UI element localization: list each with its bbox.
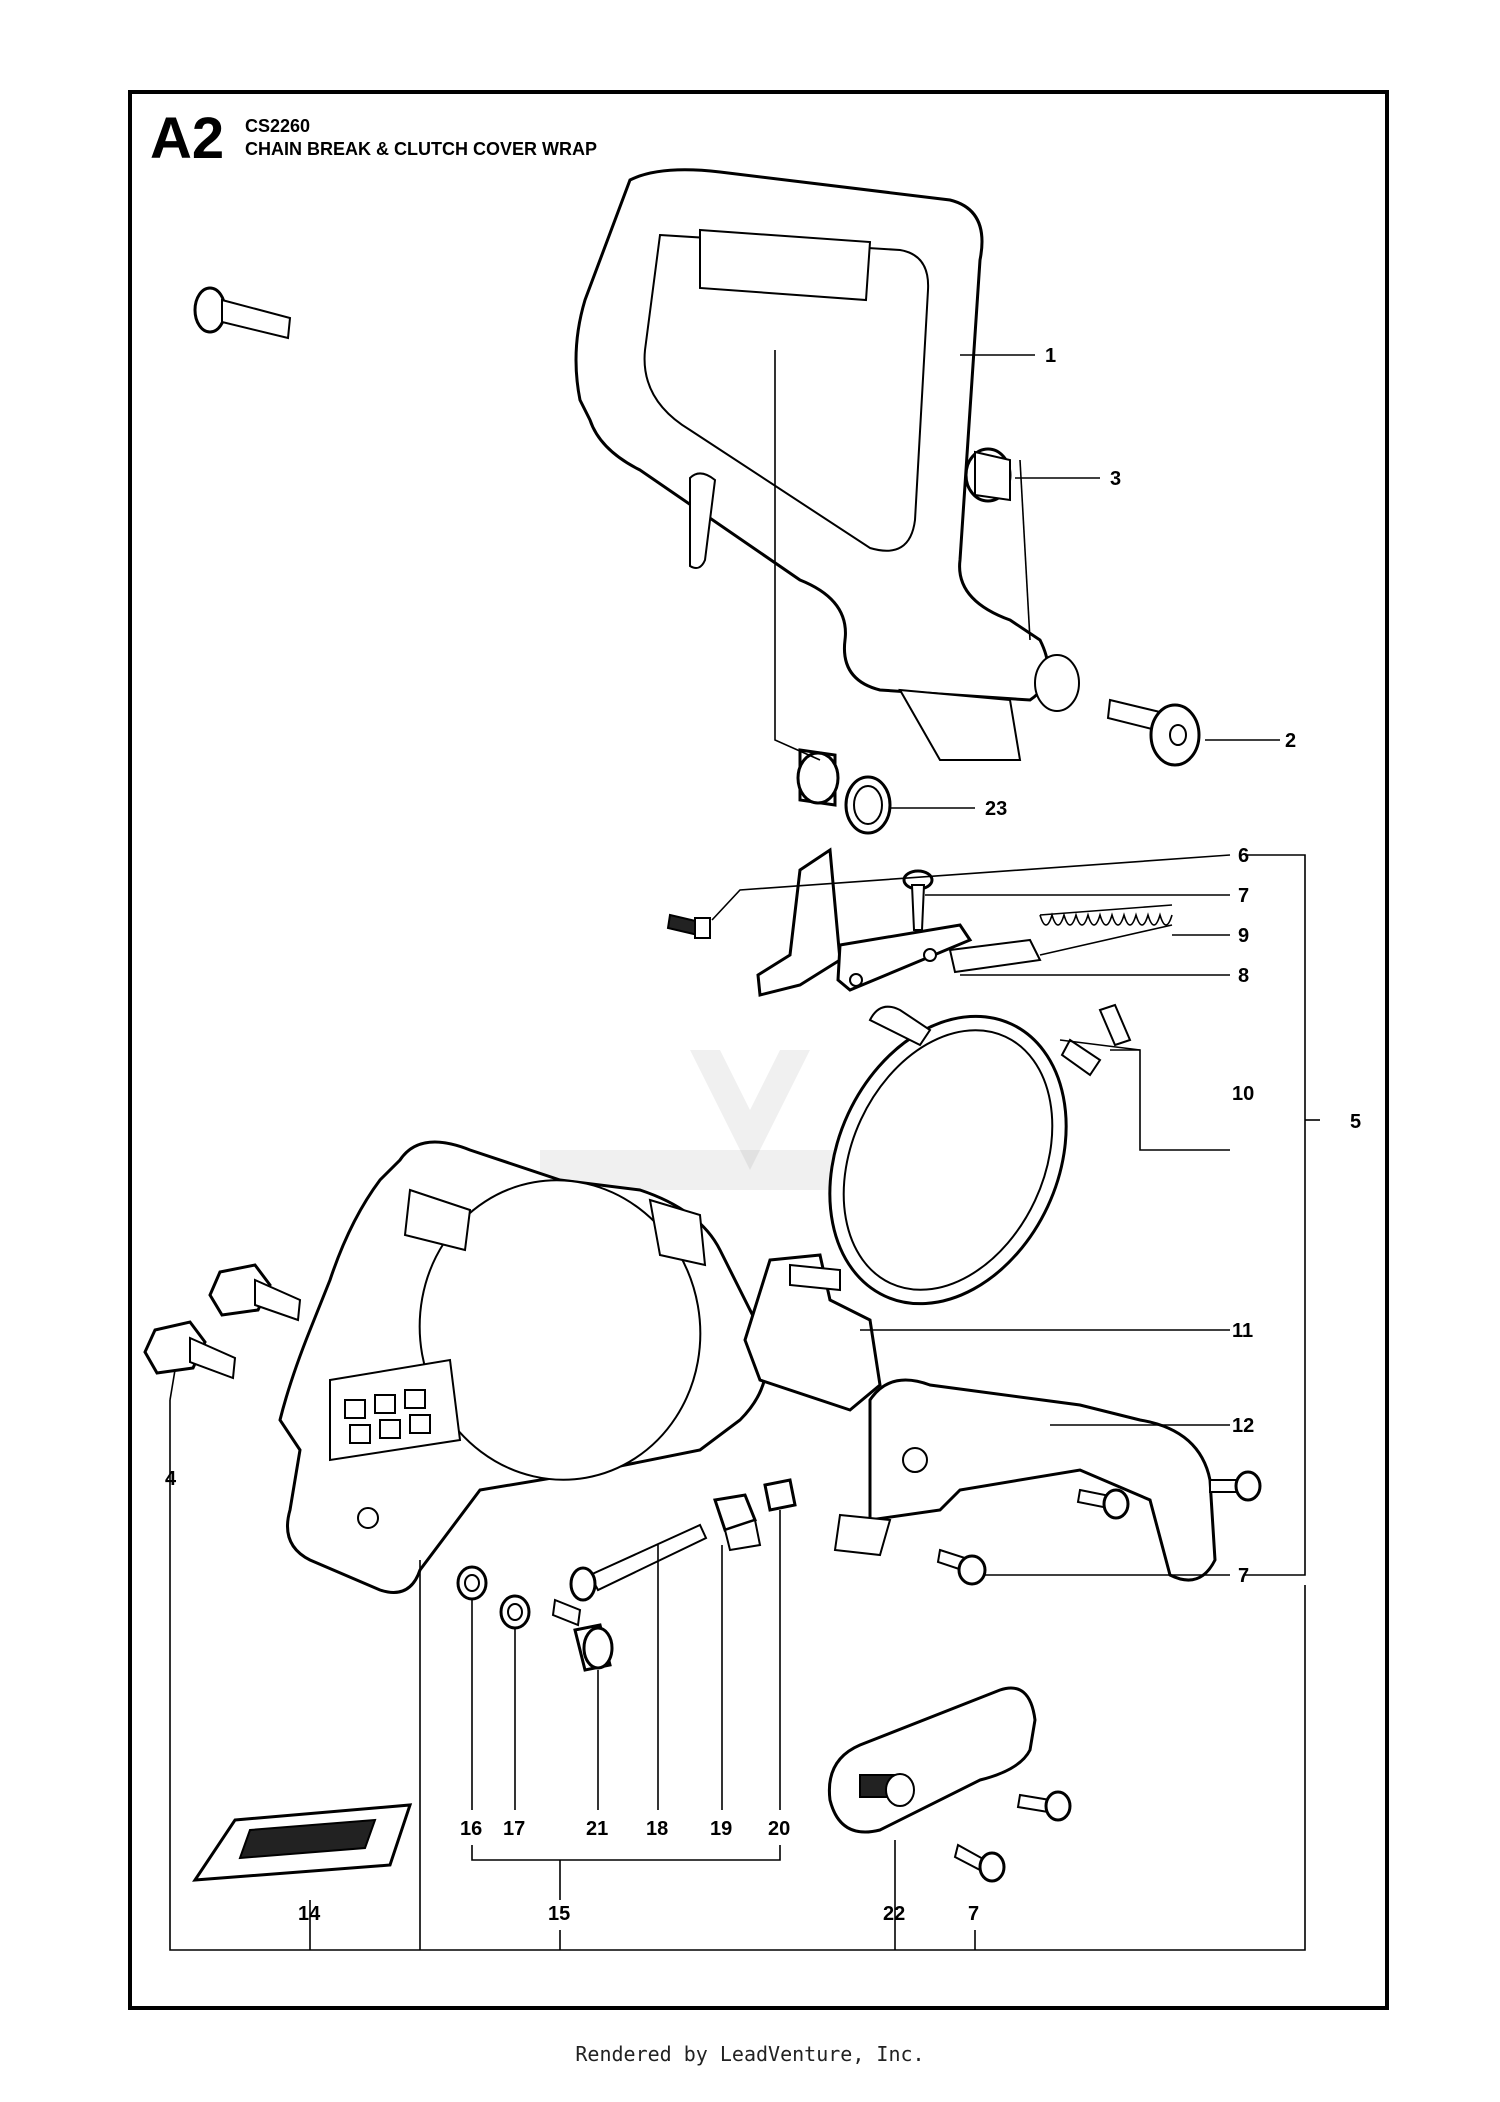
callout-5: 5 [1350, 1111, 1361, 1133]
callout-7-right: 7 [1238, 1565, 1249, 1587]
decal [192, 1803, 413, 1882]
callouts: 1 2 3 4 5 6 7 7 7 8 9 10 11 12 14 15 16 … [165, 345, 1361, 1925]
callout-3: 3 [1110, 468, 1121, 490]
callout-6: 6 [1238, 845, 1249, 867]
callout-14: 14 [298, 1903, 321, 1925]
tensioner-pin [763, 1478, 797, 1512]
lever-screw [902, 869, 934, 931]
callout-8: 8 [1238, 965, 1249, 987]
hand-guard [574, 168, 1080, 761]
guard-screw-left [193, 286, 292, 340]
callout-16: 16 [460, 1818, 482, 1840]
callout-20: 20 [768, 1818, 790, 1840]
screw-right-upper [1209, 1470, 1262, 1502]
callout-4: 4 [165, 1468, 177, 1490]
callout-23: 23 [985, 798, 1007, 820]
callout-18: 18 [646, 1818, 668, 1840]
callout-9: 9 [1238, 925, 1249, 947]
brake-lever [756, 847, 973, 997]
callout-1: 1 [1045, 345, 1056, 367]
screw-lower [936, 1548, 987, 1586]
screw-mid [1076, 1488, 1130, 1520]
tensioner-nut [713, 1493, 762, 1552]
callout-19: 19 [710, 1818, 732, 1840]
callout-7-bottom: 7 [968, 1903, 979, 1925]
washer-16 [456, 1565, 488, 1601]
shoulder-screw [1106, 698, 1201, 767]
pivot-pin [666, 913, 711, 939]
chain-catcher-plate [827, 1686, 1037, 1834]
model-number: CS2260 [245, 116, 311, 136]
bushing-washer [796, 748, 892, 835]
guide-plate [833, 1378, 1217, 1582]
callout-2: 2 [1285, 730, 1296, 752]
callout-12: 12 [1232, 1415, 1254, 1437]
callout-11: 11 [1232, 1320, 1253, 1342]
tensioner-screw [569, 1523, 708, 1602]
callout-15: 15 [548, 1903, 570, 1925]
adjuster-head [551, 1598, 614, 1672]
clutch-cover [278, 1140, 769, 1594]
section-code: A2 [150, 106, 225, 171]
plate-screw-lower [953, 1843, 1006, 1883]
leader-lines [169, 350, 1320, 1951]
washer-17 [499, 1594, 531, 1630]
brake-band [828, 1003, 1132, 1306]
bar-nut-upper [208, 1263, 302, 1322]
plate-screw-upper [1016, 1790, 1072, 1822]
diagram-frame [128, 90, 1389, 2010]
callout-17: 17 [503, 1818, 525, 1840]
footer-credit: Rendered by LeadVenture, Inc. [575, 2042, 925, 2066]
bushing [964, 447, 1012, 503]
bar-nut-lower [143, 1320, 237, 1380]
callout-10: 10 [1232, 1083, 1254, 1105]
brake-bracket [743, 1253, 882, 1412]
spring [948, 904, 1173, 974]
callout-22: 22 [883, 1903, 905, 1925]
callout-7-top: 7 [1238, 885, 1249, 907]
section-title: CHAIN BREAK & CLUTCH COVER WRAP [245, 139, 597, 159]
callout-21: 21 [586, 1818, 608, 1840]
